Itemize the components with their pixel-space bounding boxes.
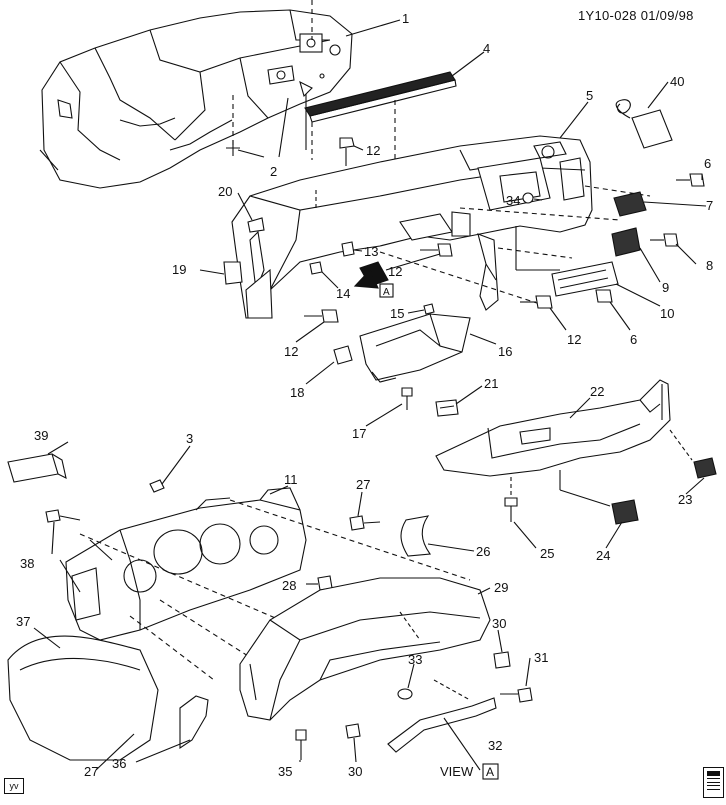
arrow-view-letter: A — [383, 287, 390, 298]
callout-12d: 12 — [567, 332, 581, 347]
part-40-sensor — [615, 99, 673, 149]
part-37-trim-panel — [7, 635, 159, 761]
part-18-nut — [333, 345, 353, 365]
callout-12a: 12 — [366, 143, 380, 158]
callout-8: 8 — [706, 258, 713, 273]
part-36-bracket — [179, 695, 209, 750]
part-11-instrument-cluster — [59, 487, 471, 681]
callout-labels: 1 2 3 4 5 6 6 7 8 9 10 11 12 12 12 12 13… — [16, 11, 713, 779]
part-34-nut — [522, 192, 534, 204]
part-39-trim — [7, 453, 67, 483]
callout-30b: 30 — [348, 764, 362, 779]
callout-26: 26 — [476, 544, 490, 559]
part-3-bulb — [149, 479, 165, 493]
callout-29: 29 — [494, 580, 508, 595]
callout-31: 31 — [534, 650, 548, 665]
part-10-switch-bezel — [551, 261, 619, 297]
callout-3: 3 — [186, 431, 193, 446]
callout-27b: 27 — [84, 764, 98, 779]
part-24-switch — [611, 499, 639, 525]
callout-23: 23 — [678, 492, 692, 507]
callout-19: 19 — [172, 262, 186, 277]
callout-6b: 6 — [630, 332, 637, 347]
callout-5: 5 — [586, 88, 593, 103]
callout-37: 37 — [16, 614, 30, 629]
callout-22: 22 — [590, 384, 604, 399]
callout-12b: 12 — [388, 264, 402, 279]
part-15-clip — [423, 303, 435, 315]
part-30-nut — [345, 651, 511, 739]
part-21-clip — [435, 399, 459, 417]
part-19-bracket — [223, 261, 243, 285]
callout-14: 14 — [336, 286, 350, 301]
callout-16: 16 — [498, 344, 512, 359]
callout-36: 36 — [112, 756, 126, 771]
part-9-vent — [611, 227, 641, 257]
part-5-instrument-panel — [231, 135, 651, 319]
part-7-vent — [613, 191, 647, 217]
callout-2: 2 — [270, 164, 277, 179]
callout-40: 40 — [670, 74, 684, 89]
callout-25: 25 — [540, 546, 554, 561]
callout-38: 38 — [20, 556, 34, 571]
callout-34: 34 — [506, 193, 520, 208]
callout-32: 32 — [488, 738, 502, 753]
callout-28: 28 — [282, 578, 296, 593]
callout-27a: 27 — [356, 477, 370, 492]
view-a-label: VIEW A — [440, 763, 499, 780]
part-1-dash-panel — [39, 0, 353, 189]
part-33-washer — [397, 688, 413, 700]
callout-13: 13 — [364, 244, 378, 259]
callout-18: 18 — [290, 385, 304, 400]
leader-lines — [33, 19, 707, 771]
drawing-id: 1Y10-028 01/09/98 — [578, 8, 694, 23]
callout-20: 20 — [218, 184, 232, 199]
part-29-cluster-bezel — [239, 577, 491, 721]
callout-21: 21 — [484, 376, 498, 391]
publisher-logo — [703, 767, 724, 798]
callout-4: 4 — [483, 41, 490, 56]
callout-7: 7 — [706, 198, 713, 213]
part-23-switch — [693, 457, 717, 479]
callout-30a: 30 — [492, 616, 506, 631]
view-a-letter: A — [486, 765, 494, 779]
callout-35: 35 — [278, 764, 292, 779]
callout-12c: 12 — [284, 344, 298, 359]
callout-33: 33 — [408, 652, 422, 667]
callout-15: 15 — [390, 306, 404, 321]
part-16-steering-column-bracket — [359, 313, 471, 383]
callout-17: 17 — [352, 426, 366, 441]
callout-24: 24 — [596, 548, 610, 563]
part-26-trim — [400, 515, 432, 557]
callout-6a: 6 — [704, 156, 711, 171]
part-13-nut — [341, 241, 355, 257]
callout-10: 10 — [660, 306, 674, 321]
callout-11: 11 — [284, 472, 298, 487]
part-32-bracket — [387, 679, 497, 771]
callout-9: 9 — [662, 280, 669, 295]
callout-1: 1 — [402, 11, 409, 26]
callout-39: 39 — [34, 428, 48, 443]
view-a-text: VIEW — [440, 764, 474, 779]
yv-tag: yv — [4, 778, 24, 794]
part-14-nut — [309, 261, 323, 275]
part-22-knee-bolster — [435, 379, 693, 507]
view-a-arrow — [353, 261, 394, 298]
